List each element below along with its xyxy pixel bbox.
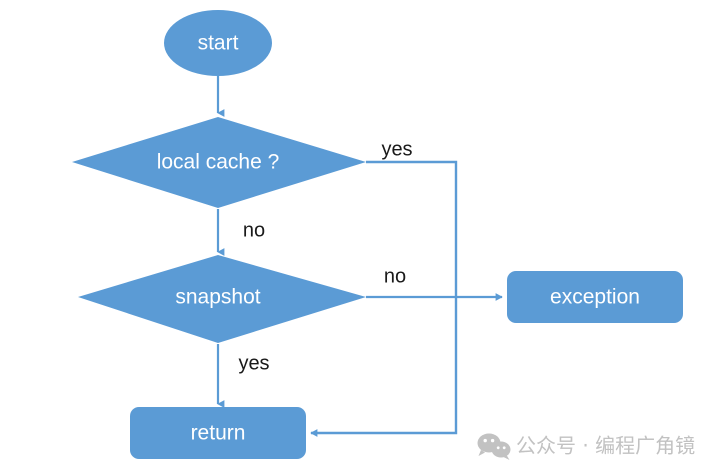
wechat-logo-icon — [477, 433, 511, 460]
node-start[interactable]: start — [164, 10, 272, 76]
return-label: return — [191, 422, 246, 445]
edge-label-snapshot-no: no — [384, 265, 406, 287]
snapshot-label: snapshot — [175, 286, 260, 309]
node-return[interactable]: return — [130, 407, 306, 459]
watermark: 公众号 · 编程广角镜 — [477, 433, 695, 460]
start-label: start — [198, 32, 239, 55]
node-local-cache[interactable]: local cache ? — [72, 117, 366, 208]
start-ellipse-shape — [164, 10, 272, 76]
watermark-label: 公众号 · 编程广角镜 — [516, 434, 695, 458]
edge-label-layer: yes no no yes — [238, 138, 412, 374]
local-cache-diamond-shape — [72, 117, 366, 208]
edge-label-local-cache-yes: yes — [381, 138, 412, 160]
edge-layer — [216, 76, 503, 437]
node-exception[interactable]: exception — [507, 271, 683, 323]
edge-label-local-cache-no: no — [243, 219, 265, 241]
exception-label: exception — [550, 286, 640, 309]
exception-box-shape — [507, 271, 683, 323]
local-cache-label: local cache ? — [157, 151, 280, 174]
edge-label-snapshot-yes: yes — [238, 352, 269, 374]
snapshot-diamond-shape — [78, 255, 366, 343]
node-snapshot[interactable]: snapshot — [78, 255, 366, 343]
return-box-shape — [130, 407, 306, 459]
